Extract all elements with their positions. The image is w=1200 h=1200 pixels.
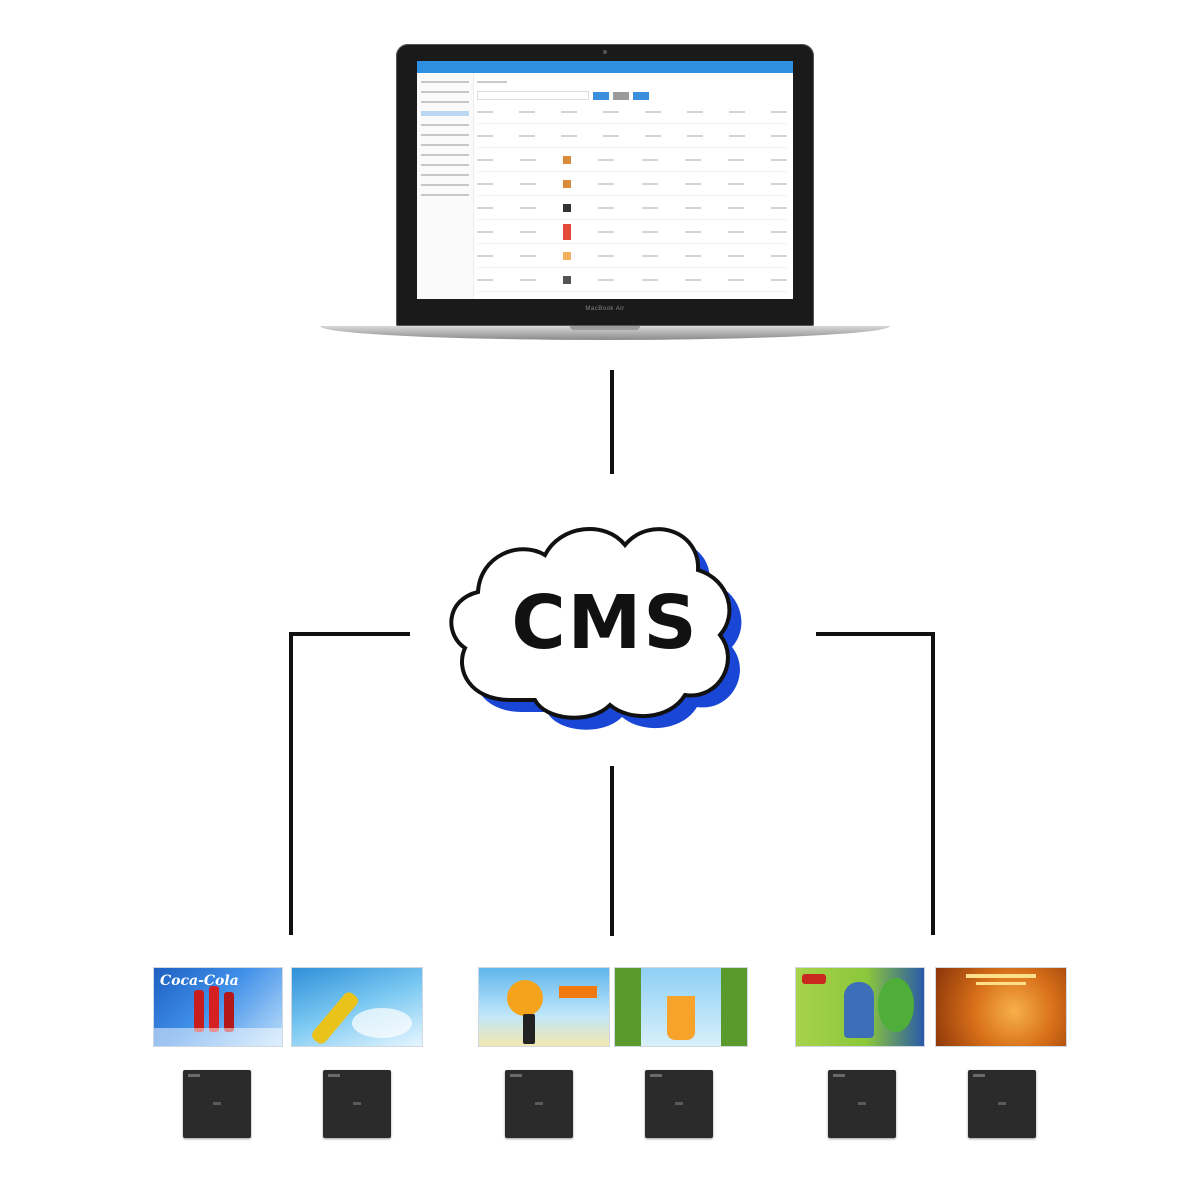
- display-logo: Coca-Cola: [160, 973, 239, 989]
- connector-right-vertical: [931, 632, 935, 935]
- connector-left-vertical: [289, 632, 293, 935]
- display-bottle-splash-ad: [291, 967, 423, 1047]
- laptop-base: [320, 326, 890, 340]
- media-player-box: [183, 1070, 251, 1138]
- media-player-box: [645, 1070, 713, 1138]
- table-row: [477, 268, 787, 292]
- connector-left-horizontal: [289, 632, 410, 636]
- laptop-brand: MacBook Air: [585, 306, 625, 312]
- connector-right-horizontal: [816, 632, 935, 636]
- connector-center-vertical: [610, 766, 614, 936]
- app-header-bar: [417, 61, 793, 73]
- cms-cloud-icon: [449, 527, 742, 730]
- display-green-character-ad: [795, 967, 925, 1047]
- laptop: MacBook Air: [320, 44, 890, 344]
- table-row: [477, 124, 787, 148]
- media-player-box: [505, 1070, 573, 1138]
- media-player-box: [323, 1070, 391, 1138]
- laptop-lid: MacBook Air: [396, 44, 814, 326]
- media-player-box: [828, 1070, 896, 1138]
- table-row: [477, 196, 787, 220]
- cloud-label: CMS: [511, 580, 699, 666]
- display-orange-juice-ad: [614, 967, 748, 1047]
- display-coca-cola-ad: Coca-Cola: [153, 967, 283, 1047]
- media-player-box: [968, 1070, 1036, 1138]
- table-row: [477, 244, 787, 268]
- camera-icon: [603, 50, 607, 54]
- cloud-body: [449, 527, 732, 720]
- table-row: [477, 148, 787, 172]
- app-toolbar: [477, 91, 787, 100]
- app-sidebar: [417, 73, 474, 299]
- table-row: [477, 220, 787, 244]
- table-row: [477, 172, 787, 196]
- connector-laptop-to-cloud: [610, 370, 614, 474]
- table-row: [477, 100, 787, 124]
- display-juice-ad: [478, 967, 610, 1047]
- app-main-panel: [477, 77, 787, 299]
- cms-dashboard-screen: [417, 61, 793, 299]
- laptop-notch: [570, 326, 640, 330]
- display-orange-fantasy-ad: [935, 967, 1067, 1047]
